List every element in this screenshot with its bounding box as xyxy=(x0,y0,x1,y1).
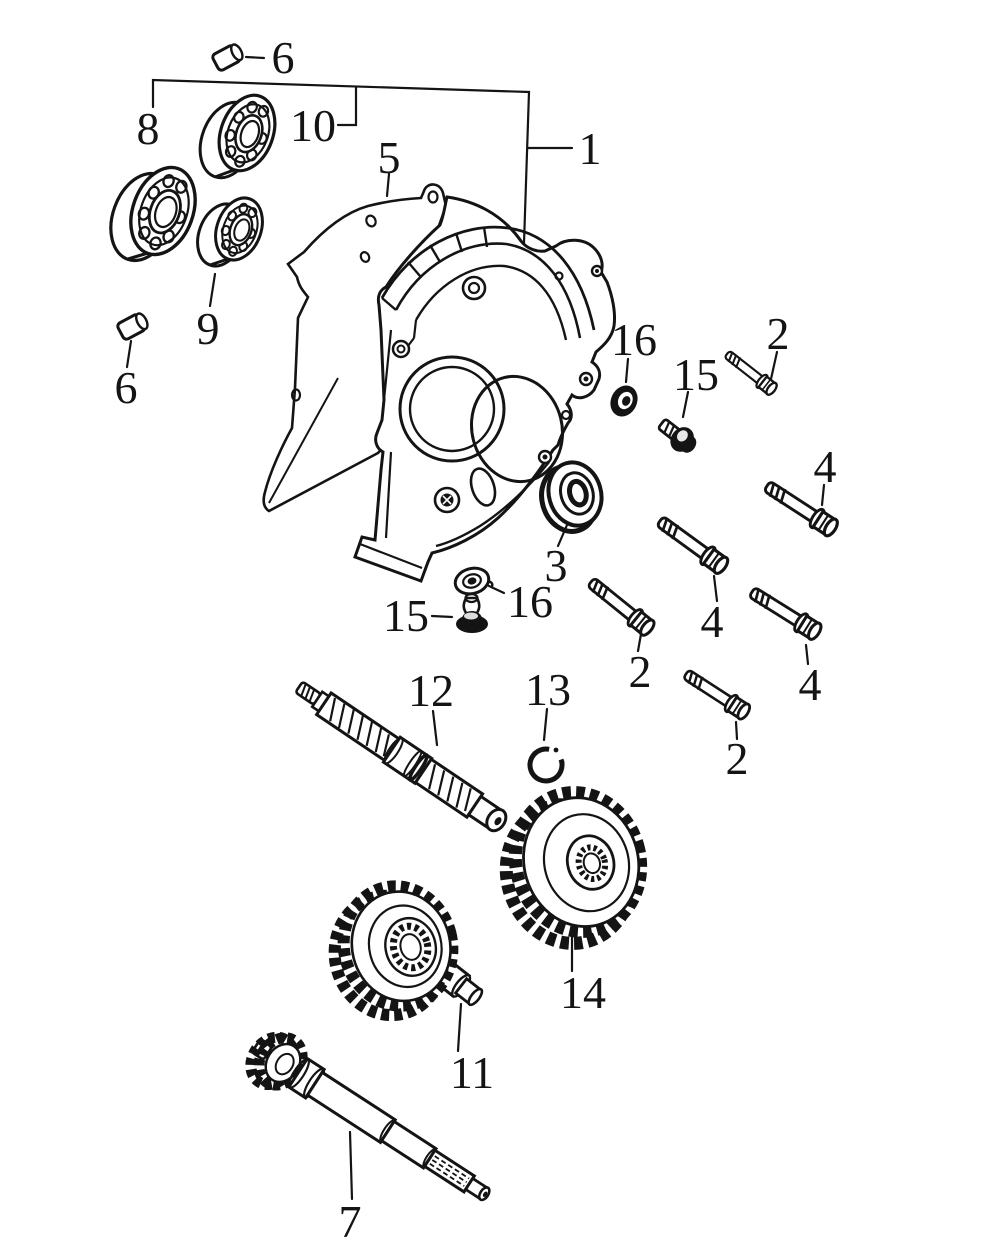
callout-12: 12 xyxy=(408,665,454,716)
leader-6-top xyxy=(244,55,266,60)
gasket-hole xyxy=(427,190,439,204)
cover-boss-hole xyxy=(461,275,487,301)
callout-4-middle: 4 xyxy=(701,596,724,647)
leader-2-bottom xyxy=(734,720,739,741)
callout-6-top: 6 xyxy=(272,32,295,83)
gasket-hole xyxy=(365,214,377,228)
leader-6-lower xyxy=(125,339,133,369)
part-cover xyxy=(353,195,616,583)
callout-9: 9 xyxy=(197,303,220,354)
gasket-hole xyxy=(359,251,371,263)
part-bearing-9 xyxy=(196,196,264,268)
part-screw-lower-15 xyxy=(456,592,488,633)
leader-lines xyxy=(125,55,826,1201)
part-nut-lower-16 xyxy=(453,566,494,596)
part-gear-large xyxy=(499,786,648,950)
callout-2-top: 2 xyxy=(767,308,790,359)
leader-16-upper xyxy=(624,357,630,384)
leader-7 xyxy=(348,1130,354,1201)
callout-2-left: 2 xyxy=(629,646,652,697)
callout-16-upper: 16 xyxy=(611,314,657,365)
leader-12 xyxy=(431,709,439,747)
callout-1: 1 xyxy=(579,123,602,174)
leader-4-lower xyxy=(804,643,810,666)
callout-10: 10 xyxy=(290,100,336,151)
part-bolt-4-middle xyxy=(652,511,733,579)
leader-2-top xyxy=(769,350,779,381)
leader-4-right xyxy=(820,483,826,507)
part-circlip xyxy=(527,746,565,784)
callout-14: 14 xyxy=(560,967,606,1018)
callout-15-lower: 15 xyxy=(383,590,429,641)
part-nut-upper-16 xyxy=(610,385,638,417)
part-bearing-8 xyxy=(109,165,197,263)
cover-bore xyxy=(398,355,506,463)
part-bolt-2-left xyxy=(583,572,659,640)
part-bolt-2-bottom xyxy=(679,664,754,724)
callout-6-lower: 6 xyxy=(115,362,138,413)
leader-4-middle xyxy=(712,574,719,603)
callout-4-lower: 4 xyxy=(799,659,822,710)
callout-11: 11 xyxy=(450,1047,494,1098)
callout-5: 5 xyxy=(378,132,401,183)
callout-13: 13 xyxy=(525,664,571,715)
leader-5 xyxy=(385,172,391,198)
callout-15-upper: 15 xyxy=(673,349,719,400)
leader-13 xyxy=(542,707,549,742)
part-input-shaft xyxy=(295,681,508,833)
callout-2-bottom: 2 xyxy=(726,733,749,784)
part-oil-seal xyxy=(539,460,604,534)
leader-11 xyxy=(456,1002,463,1053)
part-bolt-4-lower xyxy=(745,581,826,644)
part-dowel-top xyxy=(209,40,247,74)
cover-lug-hole xyxy=(554,271,564,281)
part-gear-counter xyxy=(328,880,459,1022)
part-screw-upper-15 xyxy=(657,418,697,453)
cover-slot xyxy=(469,467,497,507)
part-bearing-10 xyxy=(198,93,277,180)
part-output-shaft xyxy=(245,1031,491,1202)
callout-7: 7 xyxy=(339,1196,362,1247)
leader-3 xyxy=(556,523,569,548)
leader-15-upper xyxy=(681,390,690,419)
callout-8: 8 xyxy=(137,103,160,154)
leader-2-left xyxy=(636,632,643,653)
gasket-hole xyxy=(290,388,302,402)
callout-16-lower: 16 xyxy=(507,576,553,627)
cover-boss-hole xyxy=(391,339,411,359)
part-dowel-lower xyxy=(114,309,152,343)
leader-9 xyxy=(208,272,217,308)
callout-4-right: 4 xyxy=(814,441,837,492)
bracket-1-8-10 xyxy=(151,78,531,245)
cover-bore-opening xyxy=(469,374,565,484)
leader-16-lower xyxy=(487,584,506,595)
cover-lug-hole xyxy=(560,409,572,421)
leader-15-lower xyxy=(430,614,454,619)
callout-3: 3 xyxy=(545,540,568,591)
